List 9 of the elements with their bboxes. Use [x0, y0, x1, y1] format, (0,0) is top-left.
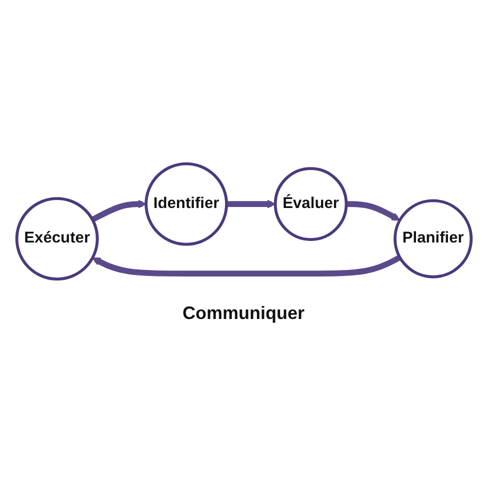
arrow — [226, 200, 276, 208]
node-circle: Identifier — [144, 162, 228, 246]
node-circle: Exécuter — [14, 197, 98, 281]
node-circle: Évaluer — [273, 167, 348, 242]
center-label: Communiquer — [182, 302, 304, 324]
node-circle: Planifier — [393, 199, 472, 278]
arrow — [92, 254, 401, 277]
arrow — [90, 200, 146, 222]
arrow — [346, 201, 400, 221]
